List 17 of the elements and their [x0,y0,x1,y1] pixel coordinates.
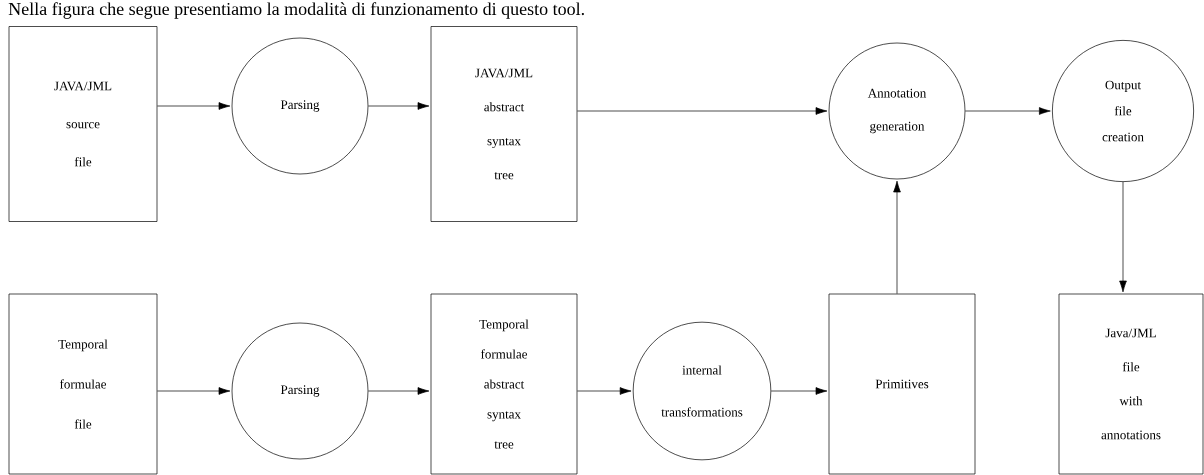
arrow [368,387,430,395]
data-box: Temporal formulae file [8,293,158,475]
arrow [577,107,828,115]
arrow [368,102,430,110]
data-box: JAVA/JML source file [8,26,158,222]
arrow [157,102,231,110]
arrow [1119,181,1127,293]
arrow [893,180,901,294]
caption-text: Nella figura che segue presentiamo la modalità di funzionamento di questo tool. [8,2,584,19]
data-box: JAVA/JML abstract syntax tree [430,26,578,222]
data-box: Java/JML file with annotations [1058,293,1204,475]
arrow [577,387,632,395]
arrow [157,387,231,395]
arrow [770,387,828,395]
arrow [965,107,1051,115]
data-box: Temporal formulae abstract syntax tree [430,293,578,475]
data-box: Primitives [828,293,976,475]
